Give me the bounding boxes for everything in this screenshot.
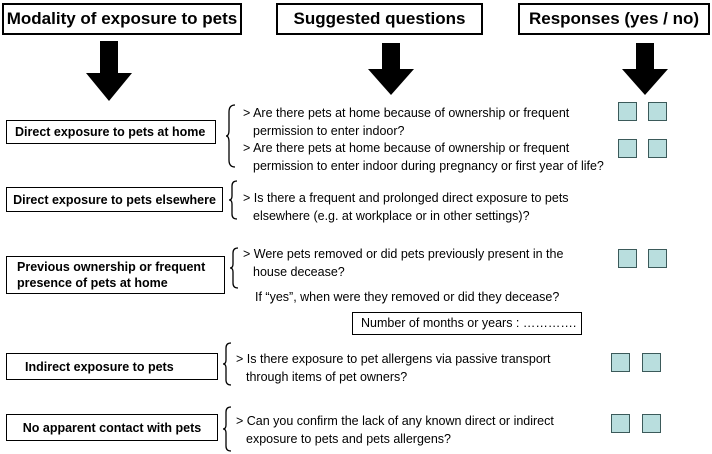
category-label: Direct exposure to pets elsewhere: [13, 192, 216, 207]
question-text: > Were pets removed or did pets previous…: [243, 247, 564, 279]
brace-icon: [222, 406, 232, 452]
category-previous-ownership: Previous ownership or frequent presence …: [6, 256, 225, 294]
yes-checkbox[interactable]: [618, 102, 637, 121]
header-modality: Modality of exposure to pets: [2, 3, 242, 35]
no-checkbox[interactable]: [642, 353, 661, 372]
question-text: > Can you confirm the lack of any known …: [236, 414, 554, 446]
category-no-contact: No apparent contact with pets: [6, 414, 218, 441]
question-text: > Are there pets at home because of owne…: [243, 141, 604, 173]
brace-icon: [225, 104, 236, 168]
category-label: presence of pets at home: [17, 276, 168, 290]
yes-checkbox[interactable]: [618, 249, 637, 268]
down-arrow-icon: [622, 43, 668, 95]
followup-question: If “yes”, when were they removed or did …: [255, 290, 560, 304]
brace-icon: [222, 342, 232, 386]
no-checkbox[interactable]: [648, 139, 667, 158]
header-questions: Suggested questions: [276, 3, 483, 35]
category-label: Indirect exposure to pets: [25, 359, 174, 374]
question-text: > Is there a frequent and prolonged dire…: [243, 191, 569, 223]
category-label: No apparent contact with pets: [22, 420, 202, 435]
brace-icon: [229, 247, 239, 289]
brace-icon: [228, 180, 238, 220]
no-checkbox[interactable]: [648, 249, 667, 268]
down-arrow-icon: [86, 41, 132, 101]
yes-checkbox[interactable]: [611, 414, 630, 433]
category-direct-elsewhere: Direct exposure to pets elsewhere: [6, 187, 223, 212]
down-arrow-icon: [368, 43, 414, 95]
question-text: > Are there pets at home because of owne…: [243, 106, 570, 138]
question-text: > Is there exposure to pet allergens via…: [236, 352, 551, 384]
category-label: Previous ownership or frequent: [17, 260, 206, 274]
header-responses: Responses (yes / no): [518, 3, 710, 35]
yes-checkbox[interactable]: [611, 353, 630, 372]
duration-input[interactable]: Number of months or years : ………….: [352, 312, 582, 335]
category-indirect: Indirect exposure to pets: [6, 353, 218, 380]
category-direct-home: Direct exposure to pets at home: [6, 120, 216, 144]
category-label: Direct exposure to pets at home: [15, 125, 206, 139]
no-checkbox[interactable]: [648, 102, 667, 121]
no-checkbox[interactable]: [642, 414, 661, 433]
yes-checkbox[interactable]: [618, 139, 637, 158]
